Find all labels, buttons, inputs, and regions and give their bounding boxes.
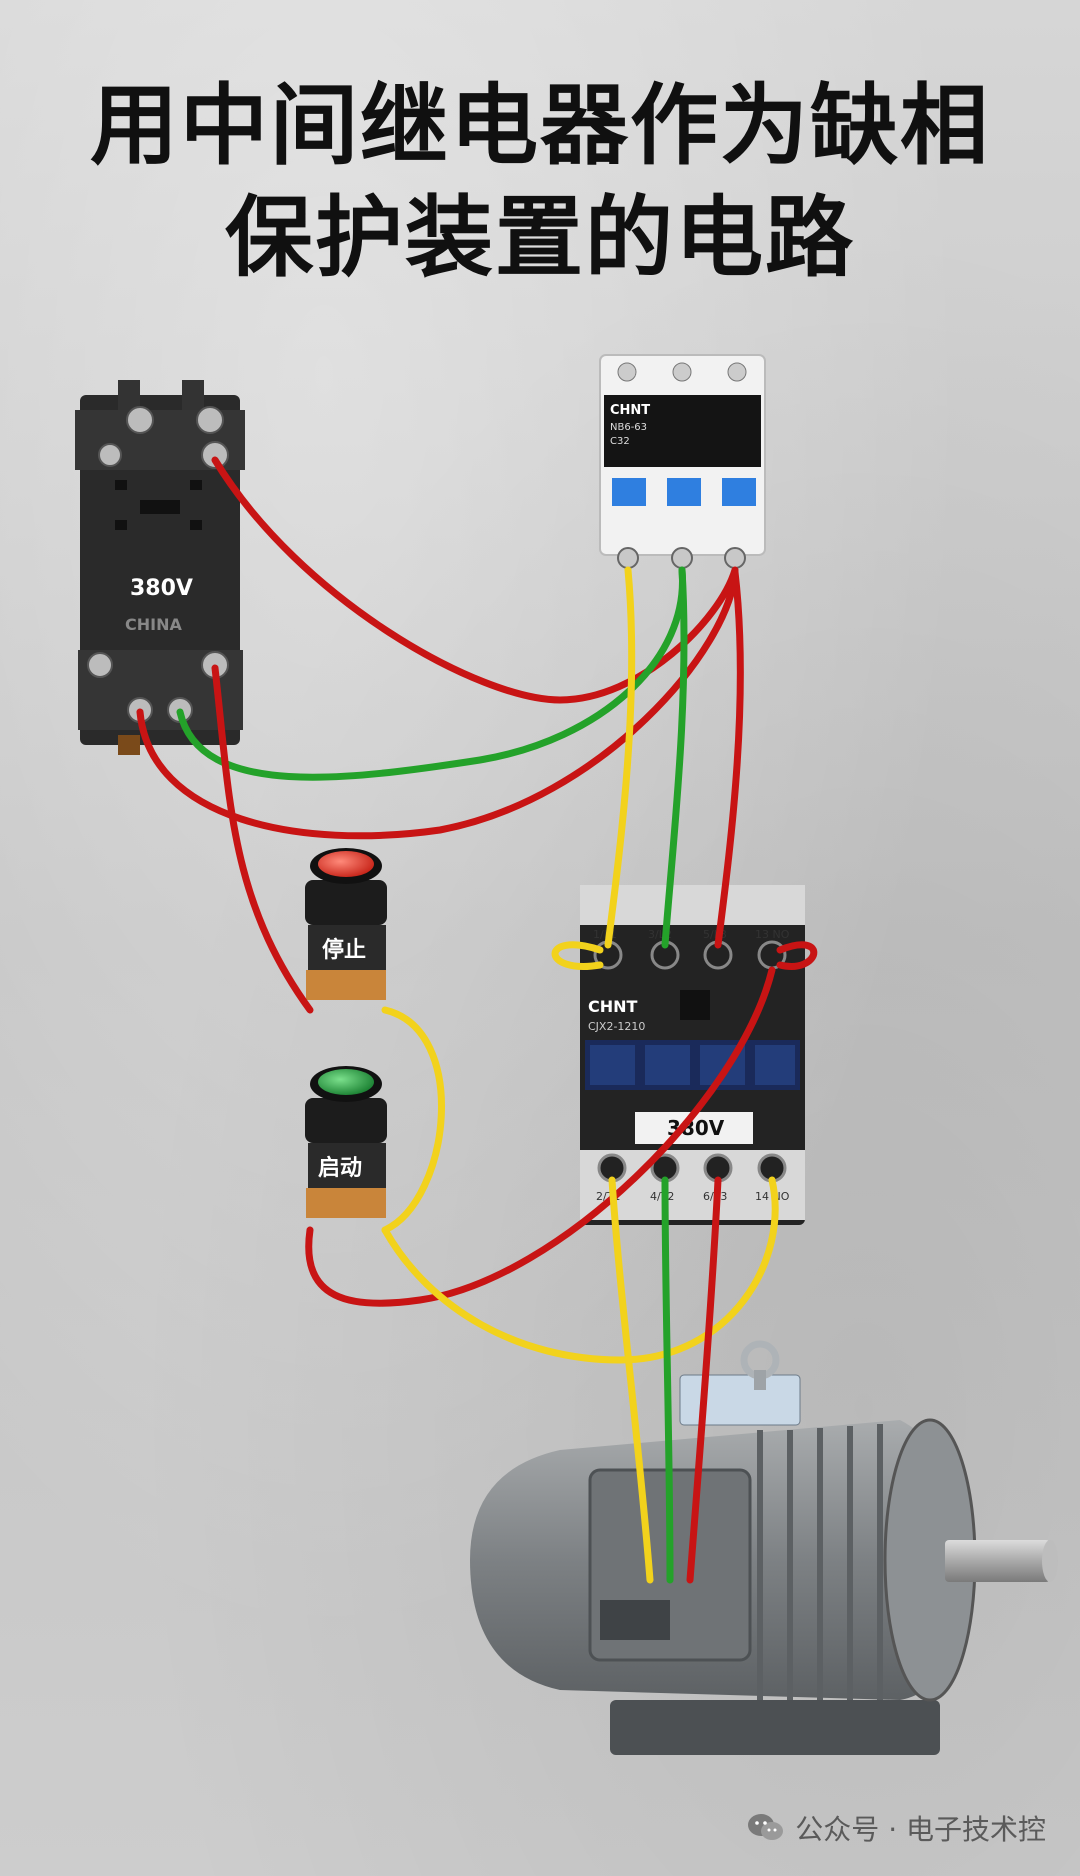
stop-button-contact-block [306,970,386,1000]
breaker-bottom-terminal [617,547,639,569]
red-wire [776,941,818,970]
contactor-window-pane [645,1045,690,1085]
breaker-top-screw [617,362,637,382]
contactor-brand: CHNT [588,997,638,1016]
breaker-top-screw [727,362,747,382]
yellow-wire [608,1176,654,1584]
motor-lifting-eye-stem [754,1370,766,1390]
green-wire [661,1176,674,1584]
relay-terminal-screw [126,406,154,434]
yellow-wire [551,941,604,970]
breaker-bottom-terminal [671,547,693,569]
breaker-toggle[interactable] [612,478,646,506]
relay-pin-slot [115,520,127,530]
relay-pin-slot [190,520,202,530]
breaker-rating: C32 [610,436,630,447]
start-button-contact-block [306,1188,386,1218]
yellow-wire [381,1006,445,1234]
relay-terminal-screw [196,406,224,434]
contactor-terminal-label-top: 13 NO [755,928,790,941]
intermediate-relay: 380V CHINA [75,380,245,755]
yellow-wire [381,1176,779,1364]
contactor-indicator [680,990,710,1020]
breaker-toggle[interactable] [722,478,756,506]
yellow-wire [604,566,636,949]
contactor-window-pane [755,1045,795,1085]
title-line-1: 用中间继电器作为缺相 [89,74,990,177]
wiring [136,456,818,1584]
stop-button-cap[interactable] [318,851,374,877]
breaker-label-panel [604,395,761,467]
stop-button[interactable]: 停止 [305,848,387,1000]
red-wire [686,1176,722,1584]
green-wire [176,566,686,781]
relay-terminal-screw [201,441,229,469]
stop-button-collar [305,880,387,925]
page-title: 用中间继电器作为缺相 保护装置的电路 [0,70,1080,294]
relay-pin-slot [140,500,180,514]
red-wire [305,966,776,1307]
relay-pin-slot [190,480,202,490]
contactor-model: CJX2-1210 [588,1020,645,1033]
motor-shaft-end [1042,1540,1058,1582]
green-wire [661,566,688,949]
relay-base-mount [118,735,140,755]
motor-base [610,1700,940,1755]
ac-contactor: 1/L1 3/L2 5/L3 13 NO CHNT CJX2-1210 380V… [580,885,805,1225]
relay-brand-mark: CHINA [125,615,182,634]
wechat-icon [747,1812,785,1844]
start-button-label-body [308,1143,386,1188]
footer-text: 公众号 · 电子技术控 [795,1813,1046,1846]
red-wire [211,456,739,704]
title-line-2: 保护装置的电路 [224,186,855,289]
motor-shaft [945,1540,1050,1582]
breaker-brand: CHNT [610,403,650,418]
relay-pin-slot [115,480,127,490]
motor-fins [757,1424,883,1700]
breaker-bottom-terminal [724,547,746,569]
start-button[interactable]: 启动 [305,1066,387,1218]
stop-button-label: 停止 [322,937,366,963]
circuit-breaker: CHNT NB6-63 C32 [599,354,766,569]
stop-button-label-body [308,925,386,970]
start-button-cap[interactable] [318,1069,374,1095]
red-wire [714,568,744,949]
breaker-toggle[interactable] [667,478,701,506]
start-button-label: 启动 [318,1155,362,1181]
relay-voltage-label: 380V [130,576,193,601]
relay-terminal-screw [87,652,113,678]
red-wire [136,568,739,840]
start-button-collar [305,1098,387,1143]
three-phase-motor [470,1340,1058,1755]
contactor-window-pane [590,1045,635,1085]
relay-terminal-screw [98,443,122,467]
motor-nameplate [679,1374,801,1426]
footer: 公众号 · 电子技术控 [747,1808,1046,1848]
red-wire [211,664,314,1014]
breaker-top-screw [672,362,692,382]
motor-terminal-plate [600,1600,670,1640]
breaker-model: NB6-63 [610,422,647,433]
